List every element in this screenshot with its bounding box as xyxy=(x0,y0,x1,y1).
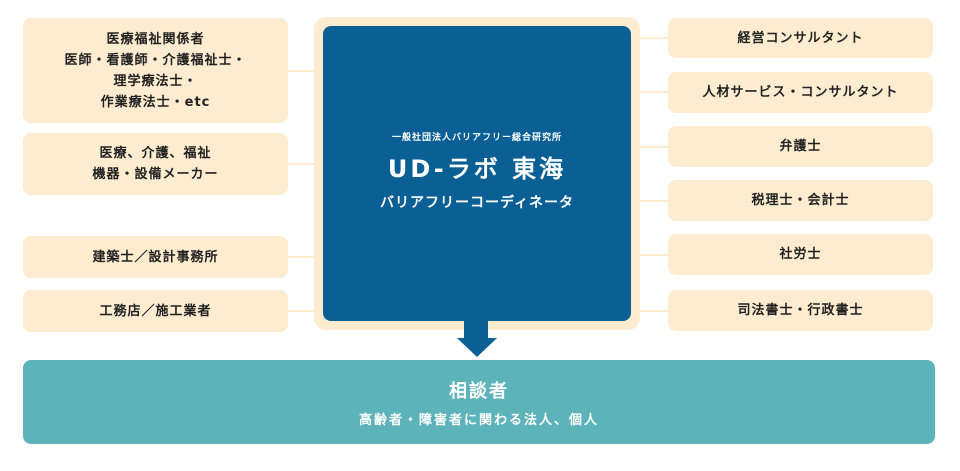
right-box: 経営コンサルタント xyxy=(668,18,933,58)
bottom-subtitle: 高齢者・障害者に関わる法人、個人 xyxy=(358,412,599,428)
box-line: 経営コンサルタント xyxy=(737,30,864,46)
center-name: UD-ラボ 東海 xyxy=(387,154,567,183)
left-box-medical-welfare: 医療福祉関係者 医師・看護師・介護福祉士・ 理学療法士・ 作業療法士・etc xyxy=(23,18,288,123)
box-line: 司法書士・行政書士 xyxy=(737,303,864,318)
connector-line xyxy=(636,37,670,39)
box-line: 人材サービス・コンサルタント xyxy=(702,85,899,100)
box-line: 工務店／施工業者 xyxy=(99,303,212,319)
center-box: 一般社団法人バリアフリー総合研究所 UD-ラボ 東海 バリアフリーコーディネータ xyxy=(323,26,631,321)
box-line: 社労士 xyxy=(779,247,822,262)
box-line: 医師・看護師・介護福祉士・ xyxy=(64,52,247,68)
left-box-equipment-makers: 医療、介護、福祉 機器・設備メーカー xyxy=(23,133,288,195)
right-box: 弁護士 xyxy=(668,126,933,167)
box-line: 機器・設備メーカー xyxy=(92,167,219,182)
box-line: 作業療法士・etc xyxy=(100,94,211,110)
box-line: 医療福祉関係者 xyxy=(106,31,205,47)
connector-line xyxy=(288,310,318,312)
box-line: 弁護士 xyxy=(779,139,822,154)
connector-line xyxy=(288,163,318,165)
connector-line xyxy=(636,91,670,93)
left-box-contractors: 工務店／施工業者 xyxy=(23,290,288,332)
connector-line xyxy=(288,70,318,72)
left-box-architects: 建築士／設計事務所 xyxy=(23,236,288,278)
connector-line xyxy=(636,200,670,202)
down-arrow-icon xyxy=(457,321,497,357)
consultants-box: 相談者 高齢者・障害者に関わる法人、個人 xyxy=(23,360,935,444)
box-line: 建築士／設計事務所 xyxy=(92,249,219,265)
connector-line xyxy=(636,146,670,148)
right-box: 社労士 xyxy=(668,234,933,275)
right-box: 税理士・会計士 xyxy=(668,180,933,221)
box-line: 医療、介護、福祉 xyxy=(99,146,212,161)
organization-label: 一般社団法人バリアフリー総合研究所 xyxy=(391,132,562,143)
box-line: 税理士・会計士 xyxy=(751,193,850,208)
bottom-title: 相談者 xyxy=(449,380,509,402)
connector-line xyxy=(636,254,670,256)
box-line: 理学療法士・ xyxy=(113,73,198,89)
right-box: 人材サービス・コンサルタント xyxy=(668,72,933,113)
center-role: バリアフリーコーディネータ xyxy=(379,194,575,211)
connector-line xyxy=(288,256,318,258)
connector-line xyxy=(636,310,670,312)
right-box: 司法書士・行政書士 xyxy=(668,290,933,331)
